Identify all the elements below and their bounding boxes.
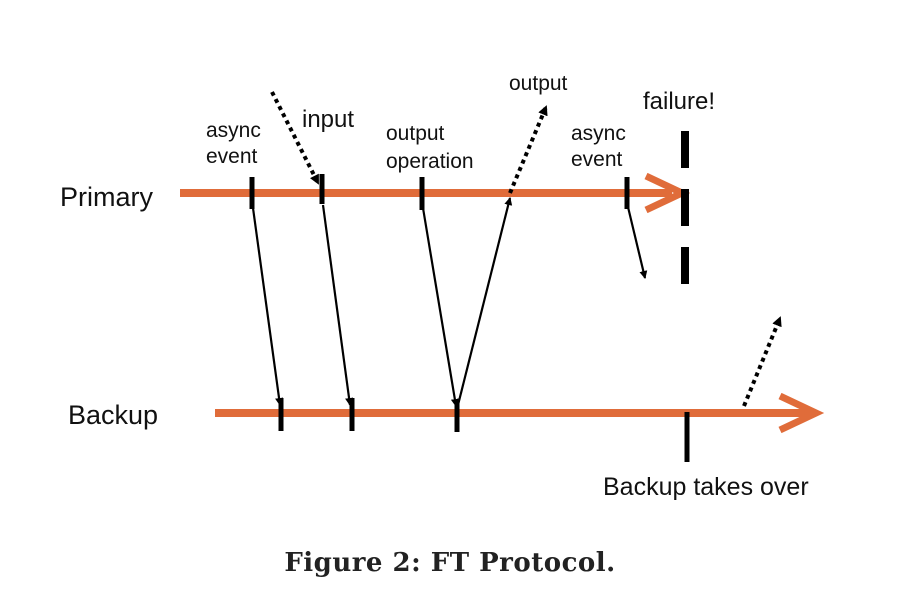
lost-log-arrow xyxy=(626,206,648,279)
ack-arrow xyxy=(456,197,513,406)
output-operation-label-line1: output xyxy=(386,122,445,145)
backup-takes-over-label: Backup takes over xyxy=(603,473,809,501)
input-label: input xyxy=(302,106,354,133)
async-event-label-line2: event xyxy=(206,145,258,168)
backup-label: Backup xyxy=(68,400,158,430)
log-arrow-input xyxy=(321,204,354,406)
async-event-label-line1: async xyxy=(206,119,261,142)
failure-label: failure! xyxy=(643,88,715,115)
async-event-2-label-line1: async xyxy=(571,122,626,145)
output-label: output xyxy=(509,72,568,95)
figure-caption: Figure 2: FT Protocol. xyxy=(284,548,616,578)
output-operation-label-line2: operation xyxy=(386,150,474,173)
backup-output-dotted-arrow xyxy=(742,316,782,407)
output-dotted-arrow xyxy=(508,105,548,194)
input-dotted-arrow xyxy=(270,91,320,185)
log-arrow-async-event xyxy=(251,207,284,406)
log-arrow-output-operation xyxy=(421,207,459,407)
primary-label: Primary xyxy=(60,182,153,212)
async-event-2-label-line2: event xyxy=(571,148,623,171)
backup-timeline-arrowhead xyxy=(778,392,825,434)
